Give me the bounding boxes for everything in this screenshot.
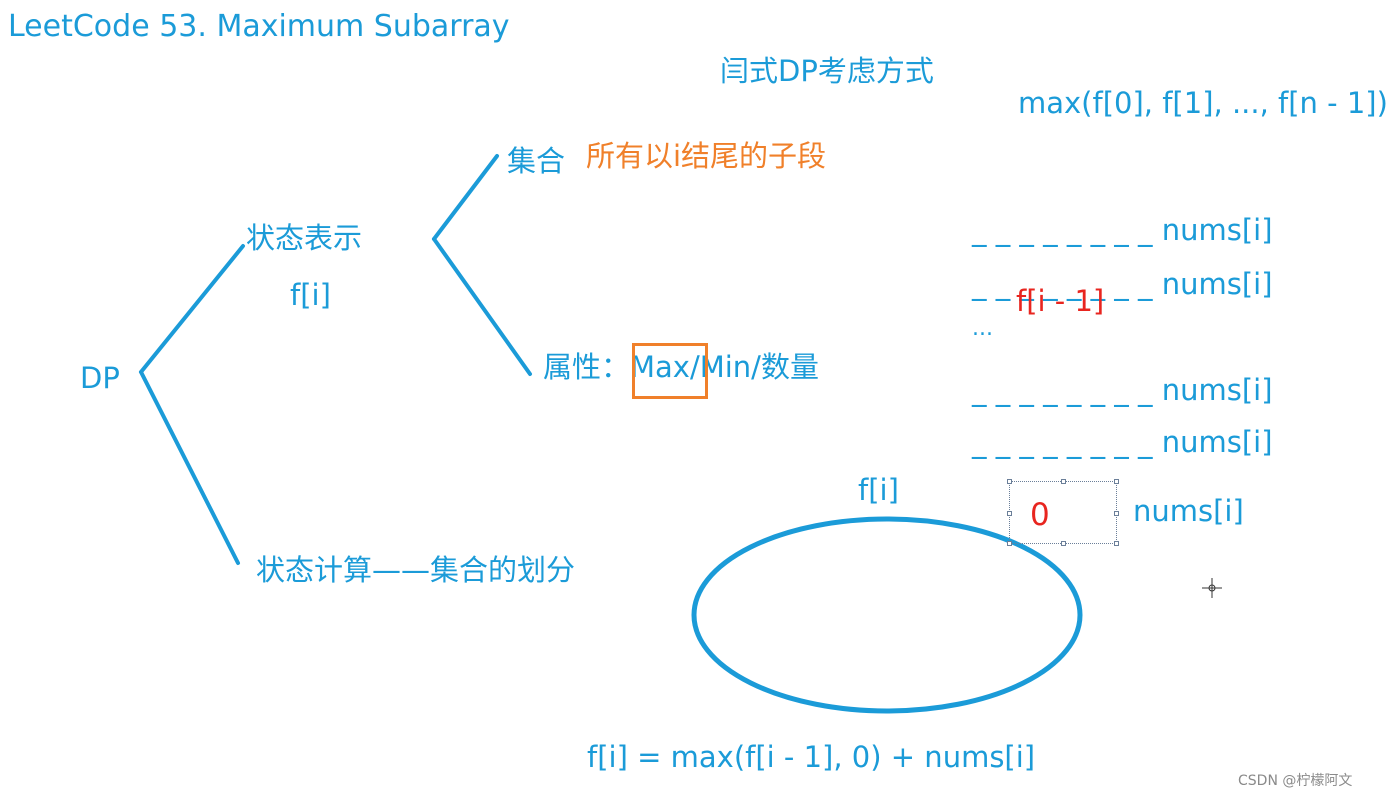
branch-state-to-attr: [432, 237, 532, 376]
resize-handle[interactable]: [1114, 541, 1119, 546]
resize-handle[interactable]: [1114, 479, 1119, 484]
last-nums-label: nums[i]: [1133, 494, 1244, 528]
dp-method-heading: 闫式DP考虑方式: [720, 54, 934, 88]
selected-textbox[interactable]: [1007, 479, 1119, 546]
watermark: CSDN @柠檬阿文: [1238, 773, 1353, 789]
branch-state-to-set: [432, 154, 499, 241]
resize-handle[interactable]: [1007, 511, 1012, 516]
resize-handle[interactable]: [1007, 541, 1012, 546]
partition-ellipsis: ...: [972, 316, 993, 341]
transition-formula: f[i] = max(f[i - 1], 0) + nums[i]: [587, 740, 1036, 774]
set-description: 所有以i结尾的子段: [586, 139, 827, 173]
partition-row: _ _ _ _ _ _ _ _ nums[i]: [972, 213, 1273, 247]
resize-handle[interactable]: [1114, 511, 1119, 516]
tree-root-dp: DP: [80, 361, 120, 395]
ellipse-label: f[i]: [858, 473, 899, 507]
zero-label[interactable]: 0: [1030, 497, 1050, 533]
state-symbol: f[i]: [290, 278, 331, 312]
resize-handle[interactable]: [1007, 479, 1012, 484]
partition-row: _ _ _ _ _ _ _ _ nums[i]: [972, 373, 1273, 407]
max-highlight-box: [632, 343, 708, 399]
resize-handle[interactable]: [1061, 541, 1066, 546]
state-representation-label: 状态表示: [246, 221, 363, 255]
set-label: 集合: [507, 144, 566, 178]
state-computation-label: 状态计算——集合的划分: [256, 553, 576, 587]
answer-formula: max(f[0], f[1], ..., f[n - 1]): [1018, 86, 1388, 120]
branch-dp-to-state-calc: [139, 370, 240, 565]
page-title: LeetCode 53. Maximum Subarray: [8, 9, 510, 44]
partition-row: _ _ _ _ _ _ _ _ nums[i]: [972, 267, 1273, 301]
set-ellipse: [691, 516, 1083, 714]
attribute-label: 属性：Max/Min/数量: [543, 350, 819, 384]
partition-row: _ _ _ _ _ _ _ _ nums[i]: [972, 425, 1273, 459]
branch-dp-to-state-rep: [139, 244, 245, 374]
resize-handle[interactable]: [1061, 479, 1066, 484]
prev-state-label: f[i - 1]: [1016, 284, 1105, 318]
crosshair-cursor-icon: [1202, 578, 1222, 598]
